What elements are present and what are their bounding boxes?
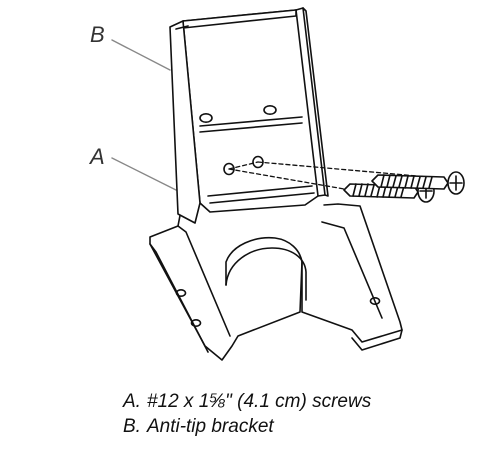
callout-a-leader — [111, 157, 177, 191]
bracket-hole-screw-right — [252, 155, 264, 169]
legend-item-screws: A.#12 x 1⅝" (4.1 cm) screws — [123, 389, 371, 414]
bracket-hole-screw-left — [223, 162, 235, 176]
base-hole-left-top — [175, 288, 187, 297]
bracket-hole-upper-right — [263, 105, 277, 116]
screw-alignment-lines — [228, 161, 441, 191]
screw-upper — [371, 171, 465, 195]
legend-key-a: A. — [123, 391, 141, 412]
callout-a-label: A — [90, 144, 105, 169]
legend-item-bracket: B.Anti-tip bracket — [123, 414, 371, 439]
legend-text-bracket: Anti-tip bracket — [146, 416, 274, 437]
legend-text-screws: #12 x 1⅝" (4.1 cm) screws — [146, 391, 372, 412]
callout-b-leader — [111, 39, 171, 71]
bracket-hole-upper-left — [199, 113, 213, 124]
anti-tip-bracket — [169, 7, 329, 224]
base-hole-left-bottom — [190, 318, 202, 327]
bracket-illustration — [111, 7, 465, 361]
callout-b-label: B — [90, 22, 105, 47]
parts-legend: A.#12 x 1⅝" (4.1 cm) screws B.Anti-tip b… — [123, 389, 371, 439]
base-plate — [149, 203, 403, 361]
legend-key-b: B. — [123, 416, 141, 437]
base-hole-right — [369, 296, 381, 305]
